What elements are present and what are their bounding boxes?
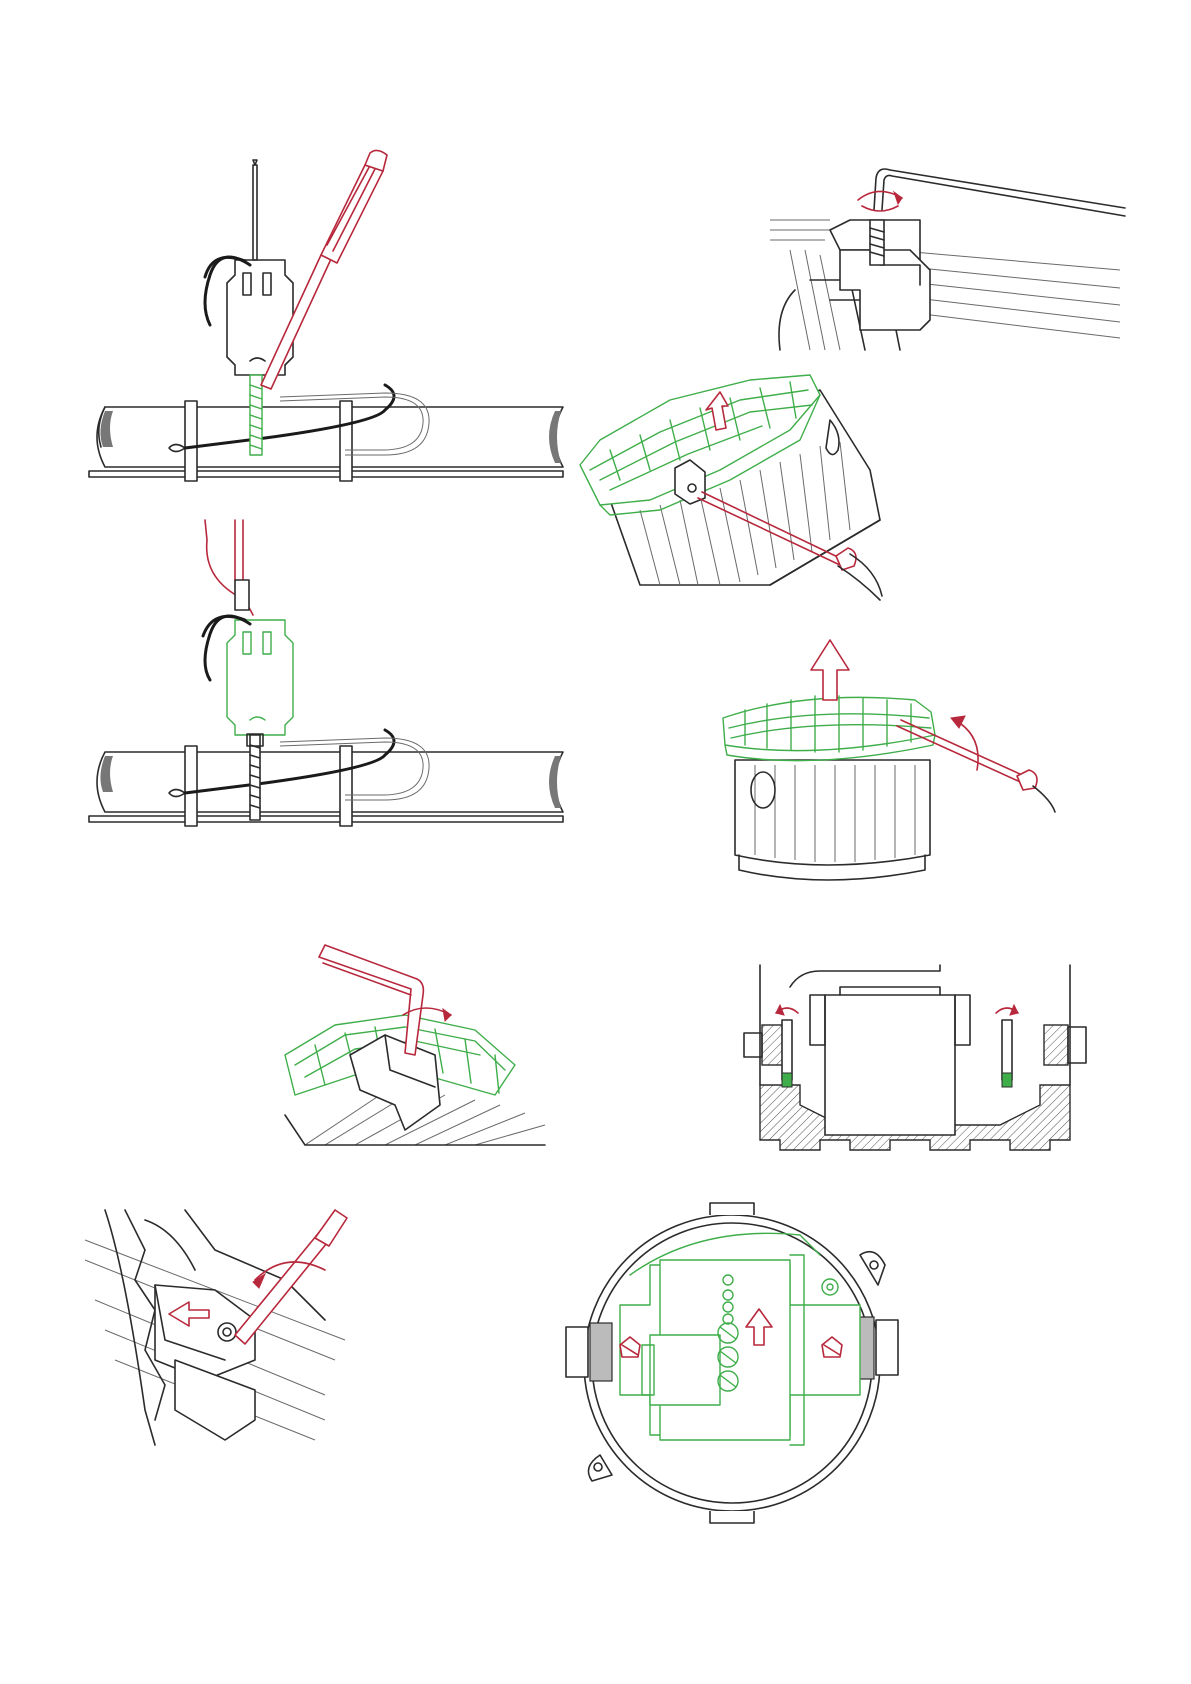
pipe-clamp-wired-illustration [85,520,605,840]
enclosure-top-view-illustration [560,1195,900,1525]
figure-cross-section [740,965,1090,1175]
figure-hex-key-lid [275,945,555,1155]
figure-latch-release [85,1210,355,1450]
hex-key-lid-illustration [275,945,555,1155]
figure-hex-key-tightening [770,170,1130,360]
lid-unclip-screwdriver-illustration [580,370,900,610]
latch-release-screwdriver-illustration [85,1210,355,1450]
figure-pipe-clamp-wired [85,520,605,840]
hex-key-tightening-illustration [770,170,1130,360]
lid-lift-off-illustration [715,640,1065,890]
figure-lid-lift-off [715,640,1065,890]
figure-pipe-clamp-screwdriver [85,165,605,495]
enclosure-cross-section-illustration [740,965,1090,1175]
pipe-clamp-screwdriver-illustration [85,165,605,495]
figure-top-view [560,1195,900,1525]
figure-lid-unclip [580,370,900,610]
